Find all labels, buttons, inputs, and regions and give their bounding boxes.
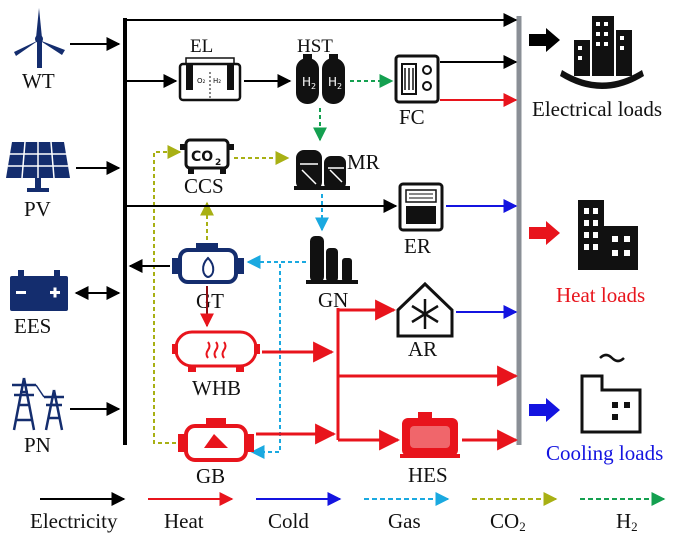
electrical-loads-label: Electrical loads xyxy=(532,97,662,121)
legend-co2-label: CO2 xyxy=(490,509,526,534)
gn-to-gb-gas-arrow xyxy=(250,261,306,459)
heat-loads-label: Heat loads xyxy=(556,283,645,307)
gb-to-ccs-co2-arrow xyxy=(153,145,183,444)
legend-h2-label: H2 xyxy=(616,509,638,534)
legend-gas-label: Gas xyxy=(388,509,421,533)
carbon-capture-icon: CO 2 xyxy=(180,138,234,174)
solar-panel-icon xyxy=(6,141,70,192)
waste-heat-boiler-icon xyxy=(172,330,260,372)
el-label: EL xyxy=(190,36,213,57)
power-tower-icon xyxy=(12,377,64,431)
er-label: ER xyxy=(404,234,431,258)
gb-label: GB xyxy=(196,464,225,488)
co2-icon-text: CO xyxy=(191,149,213,165)
ar-label: AR xyxy=(408,337,437,361)
legend-h2-sub: 2 xyxy=(631,519,638,534)
ccs-label: CCS xyxy=(184,174,224,198)
fc-label: FC xyxy=(399,105,425,129)
gn-label: GN xyxy=(318,288,348,312)
cooling-load-block-arrow xyxy=(529,398,560,422)
hydrogen-tank-icon: H2 H2 xyxy=(296,54,345,104)
legend-cold-label: Cold xyxy=(268,509,309,533)
heat-storage-icon xyxy=(400,412,460,458)
heat-load-block-arrow xyxy=(529,221,560,245)
hes-label: HES xyxy=(408,463,448,487)
battery-icon xyxy=(10,270,68,311)
whb-label: WHB xyxy=(192,376,241,400)
legend-h2-text: H xyxy=(616,509,631,533)
legend-electricity-label: Electricity xyxy=(30,509,118,533)
methanation-reactor-icon xyxy=(294,150,350,190)
legend-heat-label: Heat xyxy=(164,509,204,533)
gt-label: GT xyxy=(196,289,224,313)
pv-label: PV xyxy=(24,197,51,221)
svg-text:O₂: O₂ xyxy=(197,77,206,85)
wind-turbine-icon xyxy=(14,8,65,68)
svg-text:H₂: H₂ xyxy=(213,77,221,85)
pn-label: PN xyxy=(24,433,51,457)
gas-turbine-icon xyxy=(172,243,244,284)
electric-refrigerator-icon xyxy=(398,182,444,232)
wt-label: WT xyxy=(22,69,55,93)
industrial-building-icon xyxy=(580,353,642,434)
legend: Electricity Heat Cold Gas CO2 H2 xyxy=(30,492,666,534)
co2-icon-sub: 2 xyxy=(215,158,221,168)
legend-co2-sub: 2 xyxy=(519,519,526,534)
cooling-loads-label: Cooling loads xyxy=(546,441,663,465)
electrical-load-block-arrow xyxy=(529,28,560,52)
mr-label: MR xyxy=(347,150,380,174)
absorption-refrigerator-icon xyxy=(396,281,454,338)
hst-label: HST xyxy=(297,36,333,57)
ees-label: EES xyxy=(14,314,51,338)
electrolyzer-icon: O₂ H₂ xyxy=(178,57,242,102)
fuel-cell-icon xyxy=(394,54,440,104)
factory-building-icon xyxy=(578,200,638,270)
city-buildings-icon xyxy=(560,16,644,89)
gas-boiler-icon xyxy=(178,418,254,462)
gas-network-icon xyxy=(306,236,358,284)
legend-co2-text: CO xyxy=(490,509,519,533)
